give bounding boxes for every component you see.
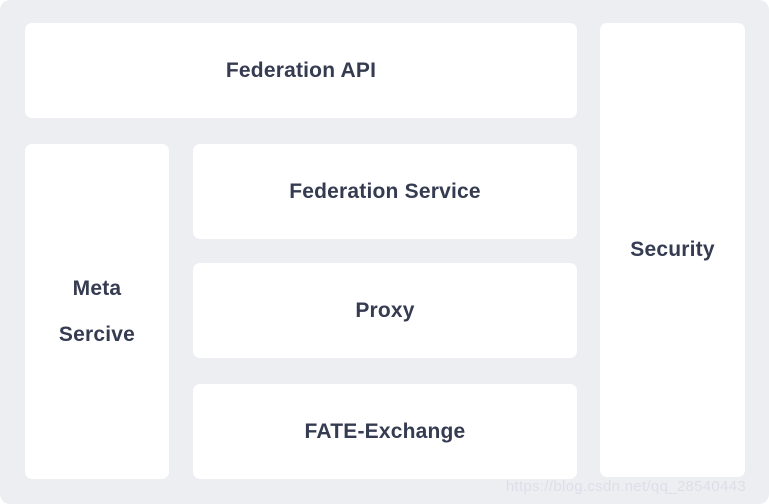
block-security: Security [600, 23, 745, 477]
block-fate-exchange: FATE-Exchange [193, 384, 577, 479]
block-federation-api: Federation API [25, 23, 577, 118]
block-federation-api-label: Federation API [225, 58, 377, 82]
block-federation-service-label: Federation Service [289, 179, 481, 203]
block-fate-exchange-label: FATE-Exchange [304, 419, 466, 443]
block-proxy: Proxy [193, 263, 577, 358]
block-security-label: Security [630, 238, 715, 261]
csdn-watermark: https://blog.csdn.net/qq_28540443 [505, 478, 746, 495]
block-meta-service: Meta Sercive [25, 144, 169, 479]
block-federation-service: Federation Service [193, 144, 577, 239]
block-proxy-label: Proxy [355, 298, 415, 322]
block-meta-service-label-line2: Sercive [58, 322, 136, 346]
block-meta-service-label-line1: Meta [72, 276, 122, 300]
